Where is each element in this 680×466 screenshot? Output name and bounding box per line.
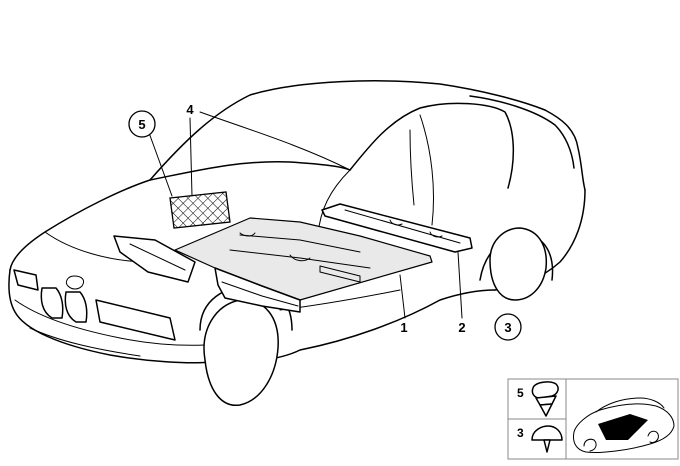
legend-item-5-number: 5	[517, 386, 524, 400]
callout-3-label: 3	[504, 320, 511, 335]
car-body-outline	[8, 80, 586, 406]
parts-legend: 5 3	[507, 378, 679, 460]
floor-insulation-assembly	[113, 203, 473, 313]
callout-circle-5	[128, 110, 156, 138]
callout-circle-3	[494, 313, 522, 341]
dome-plug-icon	[531, 425, 563, 453]
legend-item-3-number: 3	[517, 426, 524, 440]
callout-2-label: 2	[458, 320, 465, 335]
car-outline-icon	[573, 397, 675, 453]
expanding-rivet-icon	[531, 381, 559, 417]
callout-leaders	[147, 117, 463, 319]
front-footwell-insulation	[113, 235, 196, 283]
callout-1-label: 1	[400, 320, 407, 335]
callout-5-label: 5	[138, 117, 145, 132]
sound-deadening-mesh-mat	[169, 191, 231, 229]
callout-4-label: 4	[186, 102, 194, 117]
rear-seat-floor-insulation	[321, 203, 473, 253]
